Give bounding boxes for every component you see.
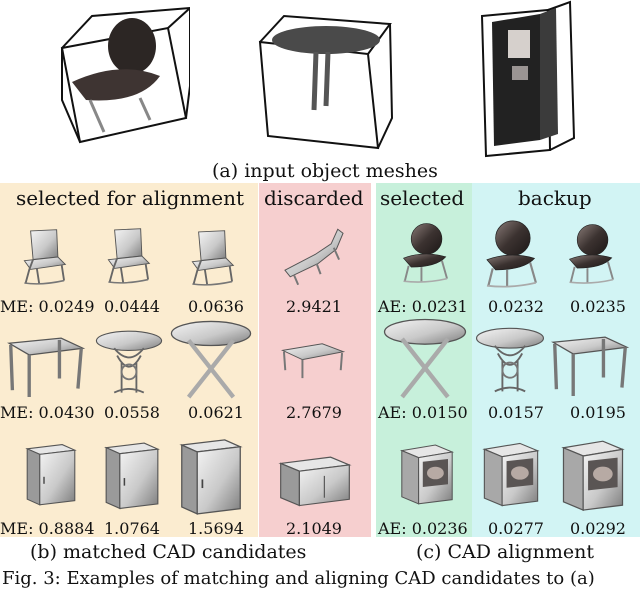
me-label-r3-c2: 1.0764 [104,519,160,538]
aligned-cabinet-selected [392,428,462,518]
me-label-r3-c3: 1.5694 [188,519,244,538]
section-title-backup: backup [518,186,592,210]
ae-label-r2-c2: 0.0157 [488,403,544,422]
candidate-table-2 [92,318,166,408]
figure-caption: Fig. 3: Examples of matching and alignin… [2,568,595,589]
aligned-chair-backup-1 [474,214,546,294]
discarded-label-r1: 2.9421 [286,297,342,316]
aligned-table-backup-1 [472,316,548,406]
caption-input-meshes: (a) input object meshes [212,160,438,182]
discarded-long-cabinet [268,440,362,518]
candidate-cabinet-1 [16,428,86,520]
aligned-chair-backup-2 [558,214,622,294]
discarded-lounge-chair [266,224,362,290]
candidate-cabinet-2 [94,430,170,520]
me-label-r1-c1: ME: 0.0249 [0,297,95,316]
aligned-table-selected [380,316,470,404]
input-mesh-chair [40,0,193,160]
section-title-selected: selected [380,186,465,210]
me-label-r1-c2: 0.0444 [104,297,160,316]
me-label-r2-c3: 0.0621 [188,403,244,422]
me-label-r3-c1: ME: 0.8884 [0,519,95,538]
input-mesh-cabinet [478,0,578,160]
ae-label-r3-c3: 0.0292 [570,519,626,538]
ae-label-r2-c3: 0.0195 [570,403,626,422]
discarded-label-r3: 2.1049 [286,519,342,538]
candidate-table-1 [4,318,88,402]
aligned-cabinet-backup-1 [474,428,548,518]
ae-label-r1-c1: AE: 0.0231 [378,297,468,316]
me-label-r2-c2: 0.0558 [104,403,160,422]
ae-label-r3-c1: AE: 0.0236 [378,519,468,538]
section-title-discarded: discarded [264,186,364,210]
section-title-selected-for-alignment: selected for alignment [16,186,245,210]
candidate-cabinet-3 [168,432,254,520]
candidate-table-3 [168,318,254,404]
me-label-r2-c1: ME: 0.0430 [0,403,95,422]
caption-matched-candidates: (b) matched CAD candidates [30,541,307,563]
ae-label-r1-c3: 0.0235 [570,297,626,316]
ae-label-r2-c1: AE: 0.0150 [378,403,468,422]
ae-label-r3-c2: 0.0277 [488,519,544,538]
aligned-cabinet-backup-2 [552,430,634,518]
aligned-table-backup-2 [548,316,632,402]
discarded-label-r2: 2.7679 [286,403,342,422]
input-mesh-table [246,0,396,160]
candidate-chair-3 [180,220,242,296]
me-label-r1-c3: 0.0636 [188,297,244,316]
candidate-chair-2 [96,216,158,296]
ae-label-r1-c2: 0.0232 [488,297,544,316]
discarded-coffee-table [264,324,362,390]
aligned-chair-selected [392,212,456,294]
caption-cad-alignment: (c) CAD alignment [416,541,595,563]
candidate-chair-1 [12,218,74,296]
